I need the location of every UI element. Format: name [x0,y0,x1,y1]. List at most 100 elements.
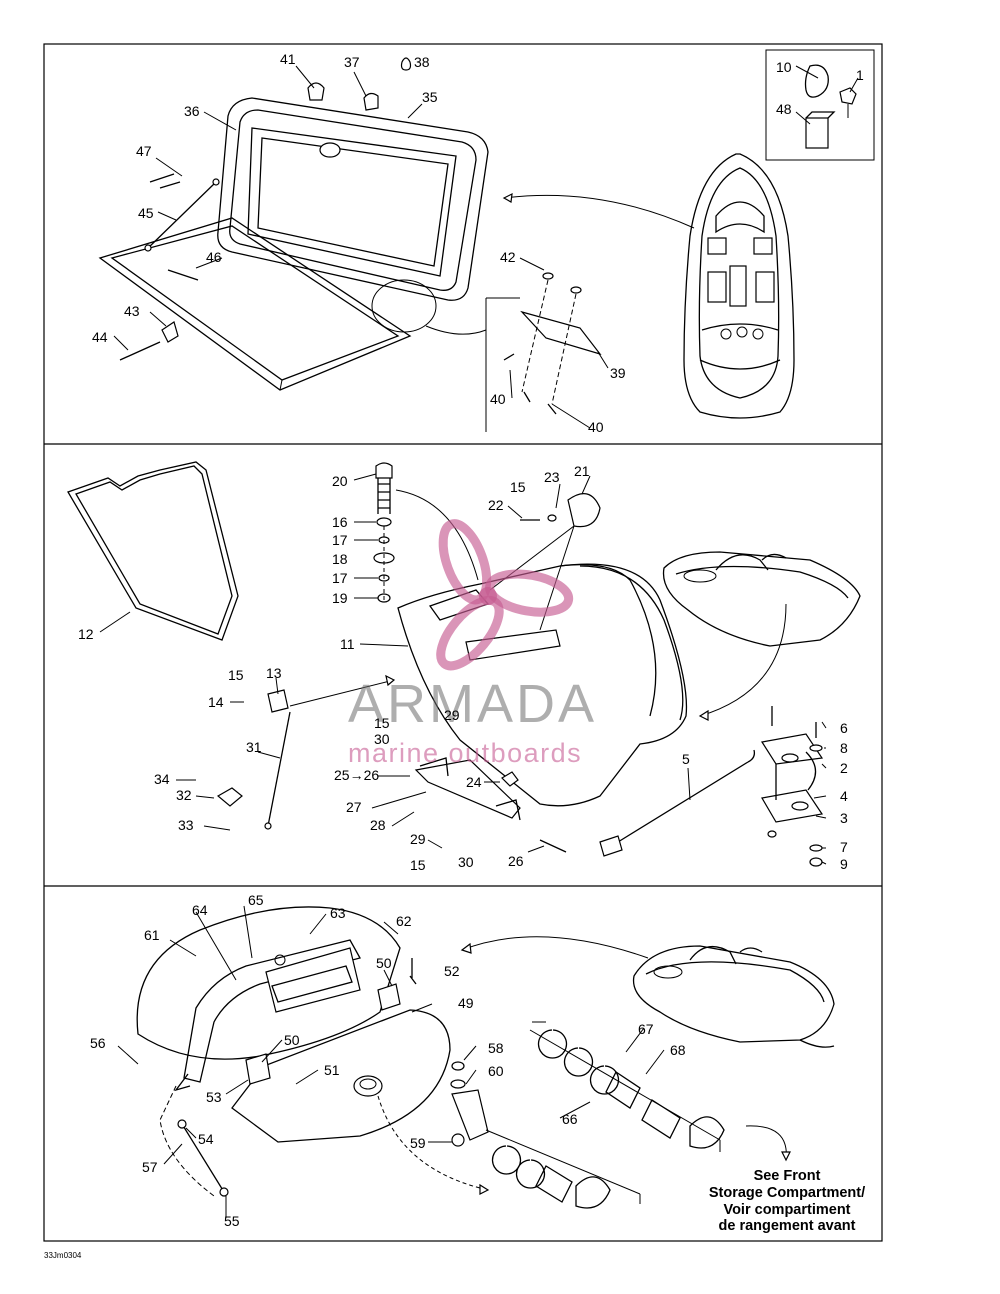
callout-63: 63 [330,905,346,921]
callout-15d: 15 [410,857,426,873]
callout-14: 14 [208,694,224,710]
callout-54: 54 [198,1131,214,1147]
callout-46: 46 [206,249,222,265]
callout-67: 67 [638,1021,654,1037]
callout-29a: 29 [444,707,460,723]
diagram-code: 33Jm0304 [44,1251,82,1260]
callout-3: 3 [840,810,848,826]
callout-1: 1 [856,67,864,83]
callout-4: 4 [840,788,848,804]
callout-30b: 30 [458,854,474,870]
note-line-2: Storage Compartment/ [709,1185,865,1201]
callout-66: 66 [562,1111,578,1127]
callout-50b: 50 [284,1032,300,1048]
watercraft-top-view [683,153,795,419]
callout-59: 59 [410,1135,426,1151]
callout-5: 5 [682,751,690,767]
callout-45: 45 [138,205,154,221]
callout-60: 60 [488,1063,504,1079]
inset-parts [795,64,859,149]
callout-35: 35 [422,89,438,105]
callout-43: 43 [124,303,140,319]
diagram-frame [43,43,883,1242]
watercraft-angled-view [632,945,835,1048]
callout-17a: 17 [332,532,348,548]
callout-56: 56 [90,1035,106,1051]
storage-tub [98,217,412,391]
callout-51: 51 [324,1062,340,1078]
watercraft-side-view [662,551,861,647]
callout-37: 37 [344,54,360,70]
callout-50a: 50 [376,955,392,971]
panel-middle [67,461,861,867]
armada-watermark: ARMADA marine outboards [348,519,597,768]
callout-64: 64 [192,902,208,918]
callout-28: 28 [370,817,386,833]
note-line-1: See Front [754,1168,821,1184]
callout-58: 58 [488,1040,504,1056]
callout-19: 19 [332,590,348,606]
callout-62: 62 [396,913,412,929]
callout-12: 12 [78,626,94,642]
callout-24: 24 [466,774,482,790]
callout-65: 65 [248,892,264,908]
callout-16: 16 [332,514,348,530]
callout-52: 52 [444,963,460,979]
watermark-title: ARMADA [348,674,597,734]
callout-55: 55 [224,1213,240,1229]
panel-bottom [117,905,835,1218]
callout-15c: 15 [374,715,390,731]
callout-68: 68 [670,1042,686,1058]
callout-32: 32 [176,787,192,803]
callout-47: 47 [136,143,152,159]
compartment-cover [136,906,401,1060]
callout-40b: 40 [588,419,604,435]
callout-13: 13 [266,665,282,681]
callout-10: 10 [776,59,792,75]
callout-39: 39 [610,365,626,381]
callout-9: 9 [840,856,848,872]
callout-18: 18 [332,551,348,567]
callout-6: 6 [840,720,848,736]
callout-33: 33 [178,817,194,833]
callout-42: 42 [500,249,516,265]
note-line-4: de rangement avant [719,1218,856,1234]
callout-61: 61 [144,927,160,943]
note-line-3: Voir compartiment [723,1202,850,1218]
callout-34: 34 [154,771,170,787]
callout-26: 26 [508,853,524,869]
callout-49: 49 [458,995,474,1011]
gasket-seal [67,461,239,641]
callout-2: 2 [840,760,848,776]
callout-15a: 15 [510,479,526,495]
callout-17b: 17 [332,570,348,586]
callout-23: 23 [544,469,560,485]
storage-tray [231,1009,451,1143]
watermark-subtitle: marine outboards [348,738,582,768]
callout-40a: 40 [490,391,506,407]
callout-31: 31 [246,739,262,755]
callout-41: 41 [280,51,296,67]
callout-22: 22 [488,497,504,513]
callout-8: 8 [840,740,848,756]
inset-box [765,49,875,161]
callout-11: 11 [340,636,355,652]
callout-44: 44 [92,329,108,345]
callout-29b: 29 [410,831,426,847]
callout-48: 48 [776,101,792,117]
storage-lid [217,97,489,301]
callout-20: 20 [332,473,348,489]
callout-30a: 30 [374,731,390,747]
callout-53: 53 [206,1089,222,1105]
front-storage-note: See Front Storage Compartment/ Voir comp… [709,1168,865,1234]
callout-21: 21 [574,463,590,479]
panel-top [98,49,875,432]
propeller-logo [436,519,574,671]
callout-57: 57 [142,1159,158,1175]
callout-25-26: 25→26 [334,767,379,783]
callout-36: 36 [184,103,200,119]
callout-15b: 15 [228,667,244,683]
callout-38: 38 [414,54,430,70]
callout-27: 27 [346,799,362,815]
